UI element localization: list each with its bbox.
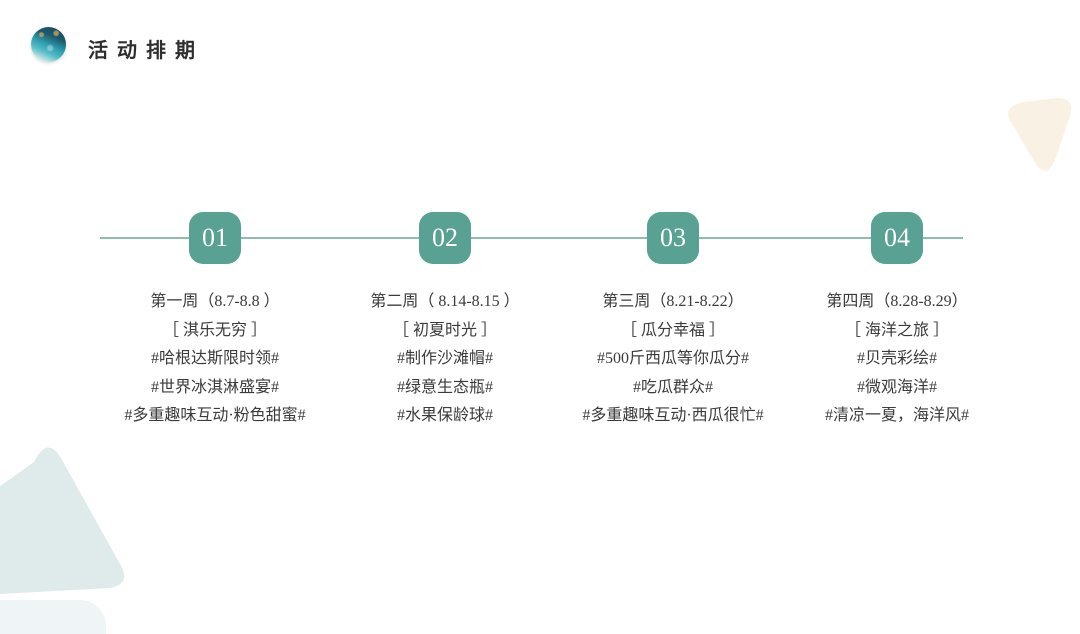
- activity-tag: #贝壳彩绘#: [856, 350, 937, 368]
- activity-tag: #多重趣味互动·粉色甜蜜#: [124, 407, 306, 425]
- activity-tag: #500斤西瓜等你瓜分#: [596, 350, 749, 368]
- activity-tag: #世界冰淇淋盛宴#: [150, 378, 279, 396]
- week-label: 第二周（ 8.14-8.15 ）: [370, 293, 520, 310]
- decor-rounded-triangle-top-right: [1007, 97, 1072, 171]
- timeline-badge-04: 04: [871, 212, 923, 264]
- timeline-badge-03: 03: [647, 212, 699, 264]
- week-column-1: 第一周（8.7-8.8 ） ［ 淇乐无穷 ］ #哈根达斯限时领# #世界冰淇淋盛…: [85, 288, 345, 431]
- timeline-badge-02: 02: [419, 212, 471, 264]
- activity-tag: #制作沙滩帽#: [396, 350, 493, 368]
- activity-tag: #多重趣味互动·西瓜很忙#: [582, 407, 764, 425]
- timeline-badge-01: 01: [189, 212, 241, 264]
- activity-tag: #清凉一夏，海洋风#: [824, 407, 969, 425]
- week-label: 第四周（8.28-8.29）: [826, 293, 968, 310]
- theme-label: ［ 海洋之旅 ］: [844, 321, 949, 339]
- week-column-2: 第二周（ 8.14-8.15 ） ［ 初夏时光 ］ #制作沙滩帽# #绿意生态瓶…: [315, 288, 575, 431]
- theme-label: ［ 瓜分幸福 ］: [620, 321, 725, 339]
- theme-label: ［ 淇乐无穷 ］: [162, 321, 267, 339]
- week-label: 第一周（8.7-8.8 ）: [150, 293, 280, 310]
- activity-tag: #哈根达斯限时领#: [150, 350, 279, 368]
- week-label: 第三周（8.21-8.22）: [602, 293, 744, 310]
- slide-canvas: { "header": { "title": "活 动 排 期", "logo"…: [0, 27, 1072, 634]
- activity-tag: #微观海洋#: [856, 378, 937, 396]
- week-column-3: 第三周（8.21-8.22） ［ 瓜分幸福 ］ #500斤西瓜等你瓜分# #吃瓜…: [543, 288, 803, 431]
- brand-logo-icon: [31, 27, 66, 62]
- week-column-4: 第四周（8.28-8.29） ［ 海洋之旅 ］ #贝壳彩绘# #微观海洋# #清…: [767, 288, 1027, 431]
- activity-tag: #水果保龄球#: [396, 407, 493, 425]
- page-title: 活 动 排 期: [88, 40, 197, 62]
- decor-rounded-triangle-bottom-left: [0, 447, 125, 595]
- activity-tag: #吃瓜群众#: [632, 378, 713, 396]
- activity-tag: #绿意生态瓶#: [396, 378, 493, 396]
- decor-shape-bottom-sliver: [0, 600, 106, 634]
- theme-label: ［ 初夏时光 ］: [392, 321, 497, 339]
- timeline-line: [100, 237, 963, 239]
